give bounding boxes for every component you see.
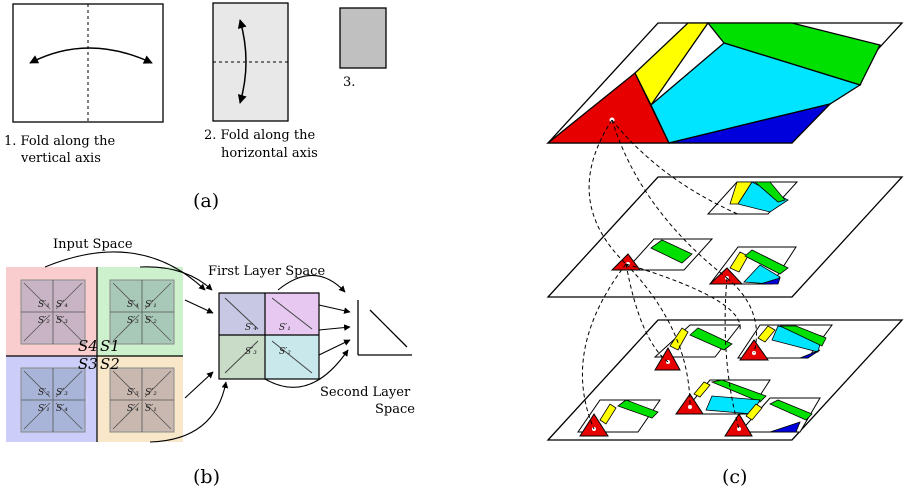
svg-text:S′₃: S′₃ xyxy=(56,388,68,398)
inner-tile-blue: S′₂ S′₃ S′₁ S′₄ xyxy=(20,367,86,433)
first-layer-tile: S′₄ S′₁ S′₃ S′₂ xyxy=(218,292,320,380)
fold-arrow-horizontal xyxy=(29,47,153,64)
svg-text:S′₁: S′₁ xyxy=(145,300,157,310)
input-space-label: Input Space xyxy=(53,237,133,252)
inner-tile-orange: S′₃ S′₂ S′₄ S′₁ xyxy=(109,367,175,433)
red-marker-b4 xyxy=(579,413,609,437)
center-symbol-s2: S2 xyxy=(100,355,120,373)
svg-text:S′₁: S′₁ xyxy=(279,323,291,333)
step1-label-line1: 1. Fold along the xyxy=(4,134,116,149)
svg-text:S′₃: S′₃ xyxy=(127,388,139,398)
fold-arrow-vertical xyxy=(237,19,247,104)
second-layer-graph xyxy=(357,300,412,356)
step3-label: 3. xyxy=(343,75,356,90)
svg-text:S′₃: S′₃ xyxy=(56,316,68,326)
middle-layer xyxy=(546,176,904,298)
bottom-layer xyxy=(546,319,904,441)
second-layer-label-line2: Space xyxy=(375,402,415,417)
caption-a: (a) xyxy=(193,190,220,212)
caption-b: (b) xyxy=(193,466,220,488)
caption-c: (c) xyxy=(722,466,748,488)
svg-text:S′₁: S′₁ xyxy=(38,404,50,414)
dashed-connectors xyxy=(581,119,757,430)
red-marker-b1 xyxy=(654,346,681,371)
svg-text:S′₄: S′₄ xyxy=(56,404,68,414)
inner-tile-green: S′₄ S′₁ S′₃ S′₂ xyxy=(109,279,175,345)
svg-text:S′₂: S′₂ xyxy=(38,388,50,398)
svg-text:S′₂: S′₂ xyxy=(145,316,157,326)
step2-label-line2: horizontal axis xyxy=(221,146,318,161)
red-marker-mid2 xyxy=(708,267,744,285)
top-layer xyxy=(546,22,904,144)
svg-text:S′₂: S′₂ xyxy=(145,388,157,398)
center-symbol-s1: S1 xyxy=(100,337,120,355)
green-region xyxy=(706,22,881,86)
red-marker-b5 xyxy=(724,413,753,437)
paper-step3 xyxy=(339,7,387,69)
svg-text:S′₄: S′₄ xyxy=(56,300,68,310)
cyan-region xyxy=(650,42,862,144)
svg-text:S′₁: S′₁ xyxy=(38,300,50,310)
red-marker-b2 xyxy=(739,339,769,361)
first-layer-space-label: First Layer Space xyxy=(208,264,326,279)
svg-text:S′₃: S′₃ xyxy=(245,347,257,357)
svg-text:S′₃: S′₃ xyxy=(127,316,139,326)
panel-a xyxy=(12,2,387,123)
step1-label-line2: vertical axis xyxy=(21,151,101,166)
svg-text:S′₄: S′₄ xyxy=(245,323,257,333)
second-layer-label-line1: Second Layer xyxy=(320,385,411,400)
inner-tile-pink: S′₁ S′₄ S′₂ S′₃ xyxy=(20,279,86,345)
blue-region xyxy=(668,102,833,144)
svg-text:S′₄: S′₄ xyxy=(127,404,139,414)
center-symbol-s3: S3 xyxy=(78,355,98,373)
svg-text:S′₄: S′₄ xyxy=(127,300,139,310)
panel-b-arrows xyxy=(44,251,351,443)
step2-label-line1: 2. Fold along the xyxy=(204,128,316,143)
red-marker-mid1 xyxy=(610,253,641,271)
svg-text:S′₂: S′₂ xyxy=(38,316,50,326)
paper-step1 xyxy=(12,3,164,123)
center-symbol-s4: S4 xyxy=(78,337,98,355)
svg-text:S′₂: S′₂ xyxy=(279,347,291,357)
svg-text:S′₁: S′₁ xyxy=(145,404,157,414)
panel-c xyxy=(546,22,904,441)
